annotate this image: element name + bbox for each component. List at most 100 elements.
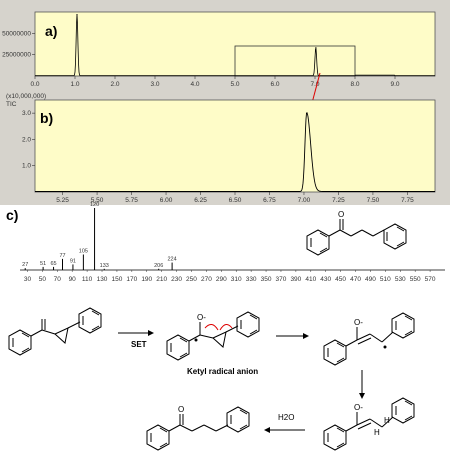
- panel-b-x-tick-label: 7.75: [401, 197, 414, 204]
- ms-peak-label: 65: [50, 261, 56, 267]
- panel-c-x-tick-label: 470: [350, 276, 361, 283]
- panel-b-peaks: [306, 112, 308, 114]
- panel-a-peaks: [76, 13, 317, 49]
- panel-c-x-tick-label: 550: [410, 276, 421, 283]
- panel-c-x-tick-label: 510: [380, 276, 391, 283]
- panel-a-label: a): [45, 23, 57, 39]
- panel-b-plot-area: [34, 99, 436, 193]
- panel-a-x-tick-label: 1.0: [70, 81, 79, 88]
- panel-b-x-tick-label: 7.50: [367, 197, 380, 204]
- panel-a-peak-apex: [76, 13, 78, 16]
- panel-c-x-tick-label: 410: [305, 276, 316, 283]
- panel-c-x-tick-label: 130: [97, 276, 108, 283]
- panel-c-x-tick-label: 230: [171, 276, 182, 283]
- opened-radical-molecule: [323, 312, 415, 366]
- panel-a-peak-apex: [315, 47, 317, 49]
- panel-c-x-tick-label: 210: [156, 276, 167, 283]
- panel-c-x-tick-label: 490: [365, 276, 376, 283]
- enolate-h1: H: [374, 428, 380, 437]
- panel-a-y-tick-label: 50000000: [2, 30, 31, 37]
- ms-peak-label: 133: [100, 263, 109, 269]
- panel-b-scale-label: (x10,000,000): [6, 93, 46, 100]
- panel-a-x-tick-label: 8.0: [350, 81, 359, 88]
- ms-peak-label: 27: [22, 262, 28, 268]
- panel-b-x-tick-label: 6.00: [160, 197, 173, 204]
- panel-a-y-ticks: 25000000 50000000: [2, 30, 35, 59]
- panel-c-x-tick-label: 70: [54, 276, 62, 283]
- panel-c-x-tick-label: 370: [276, 276, 287, 283]
- panel-b-ylabel: TIC: [6, 101, 17, 108]
- ketyl-molecule: [166, 311, 260, 361]
- panel-b-x-tick-label: 5.25: [56, 197, 69, 204]
- ms-peak-label: 224: [168, 257, 177, 263]
- panel-c-x-tick-label: 30: [24, 276, 32, 283]
- panel-b-x-tick-label: 6.25: [194, 197, 207, 204]
- panel-b-x-tick-label: 5.75: [125, 197, 138, 204]
- panel-c-x-tick-label: 530: [395, 276, 406, 283]
- enolate-h2: H: [384, 416, 390, 425]
- radical-oxygen: O-: [354, 318, 363, 327]
- ms-peak-label: 206: [154, 263, 163, 269]
- panel-a-x-ticks: 0.0 1.0 2.0 3.0 4.0 5.0 6.0 7.0 8.0 9.0: [30, 76, 400, 88]
- panel-c-x-tick-label: 250: [186, 276, 197, 283]
- panel-b-peak-apex: [306, 112, 308, 114]
- panel-a-x-tick-label: 5.0: [230, 81, 239, 88]
- panel-b-trace: [35, 111, 435, 192]
- panel-b-y-tick-label: 2.0: [22, 136, 31, 143]
- enolate-molecule: [323, 397, 415, 451]
- panel-a-x-tick-label: 7.0: [310, 81, 319, 88]
- panel-b-x-tick-label: 7.00: [298, 197, 311, 204]
- panel-a-x-tick-label: 2.0: [110, 81, 119, 88]
- panel-c-x-tick-label: 450: [335, 276, 346, 283]
- panel-c-x-tick-label: 330: [246, 276, 257, 283]
- panel-b-y-ticks: 1.02.03.0: [22, 110, 35, 170]
- panel-c-x-tick-label: 110: [82, 276, 93, 283]
- panel-b-x-tick-label: 6.50: [229, 197, 242, 204]
- panel-b-x-tick-label: 6.75: [263, 197, 276, 204]
- panel-a-x-tick-label: 0.0: [30, 81, 39, 88]
- panel-a-x-tick-label: 3.0: [150, 81, 159, 88]
- panel-b-x-tick-label: 5.50: [91, 197, 104, 204]
- panel-a-x-tick-label: 9.0: [390, 81, 399, 88]
- panel-c-x-tick-label: 290: [216, 276, 227, 283]
- panel-c-x-tick-label: 150: [112, 276, 123, 283]
- panel-a-trace: [35, 14, 435, 77]
- ms-peak-label: 51: [40, 261, 46, 267]
- panel-c-x-tick-label: 190: [141, 276, 152, 283]
- ketyl-label: Ketyl radical anion: [187, 367, 258, 376]
- reaction-scheme: O- O-: [8, 307, 415, 451]
- panel-a-y-tick-label: 25000000: [2, 52, 31, 59]
- ms-peak-label: 105: [79, 249, 88, 255]
- set-label: SET: [131, 340, 147, 349]
- panel-c-x-tick-label: 390: [290, 276, 301, 283]
- product-molecule: [146, 406, 250, 451]
- water-label: H2O: [278, 413, 294, 422]
- panel-a-x-tick-label: 4.0: [190, 81, 199, 88]
- panel-b-y-tick-label: 1.0: [22, 163, 31, 170]
- ketyl-oxygen: O-: [197, 313, 206, 322]
- panel-b-x-ticks: 5.25 5.50 5.75 6.00 6.25 6.50 6.75 7.00 7.25 7.50…: [56, 192, 414, 204]
- panel-c-x-tick-label: 50: [39, 276, 47, 283]
- panel-b-label: b): [40, 110, 53, 126]
- reactant-molecule: [8, 307, 102, 356]
- ms-peak-label: 91: [70, 258, 76, 264]
- panel-c-x-tick-label: 570: [425, 276, 436, 283]
- panel-b-x-tick-label: 7.25: [332, 197, 345, 204]
- ms-peak-label: 120: [90, 202, 99, 208]
- product-oxygen: O: [178, 405, 184, 414]
- panel-a: a) 25000000 50000000 0.0 1.0 2.0 3.0 4.0 5.0 6.…: [2, 11, 436, 88]
- panel-c-x-tick-label: 90: [69, 276, 77, 283]
- enolate-oxygen: O-: [354, 403, 363, 412]
- panel-c-x-tick-label: 170: [126, 276, 137, 283]
- panel-c-x-tick-label: 430: [320, 276, 331, 283]
- panel-c-x-tick-label: 270: [201, 276, 212, 283]
- panel-a-x-tick-label: 6.0: [270, 81, 279, 88]
- ms-peak-label: 77: [59, 253, 65, 259]
- panel-c-x-tick-label: 350: [261, 276, 272, 283]
- panel-c-label: c): [6, 207, 18, 223]
